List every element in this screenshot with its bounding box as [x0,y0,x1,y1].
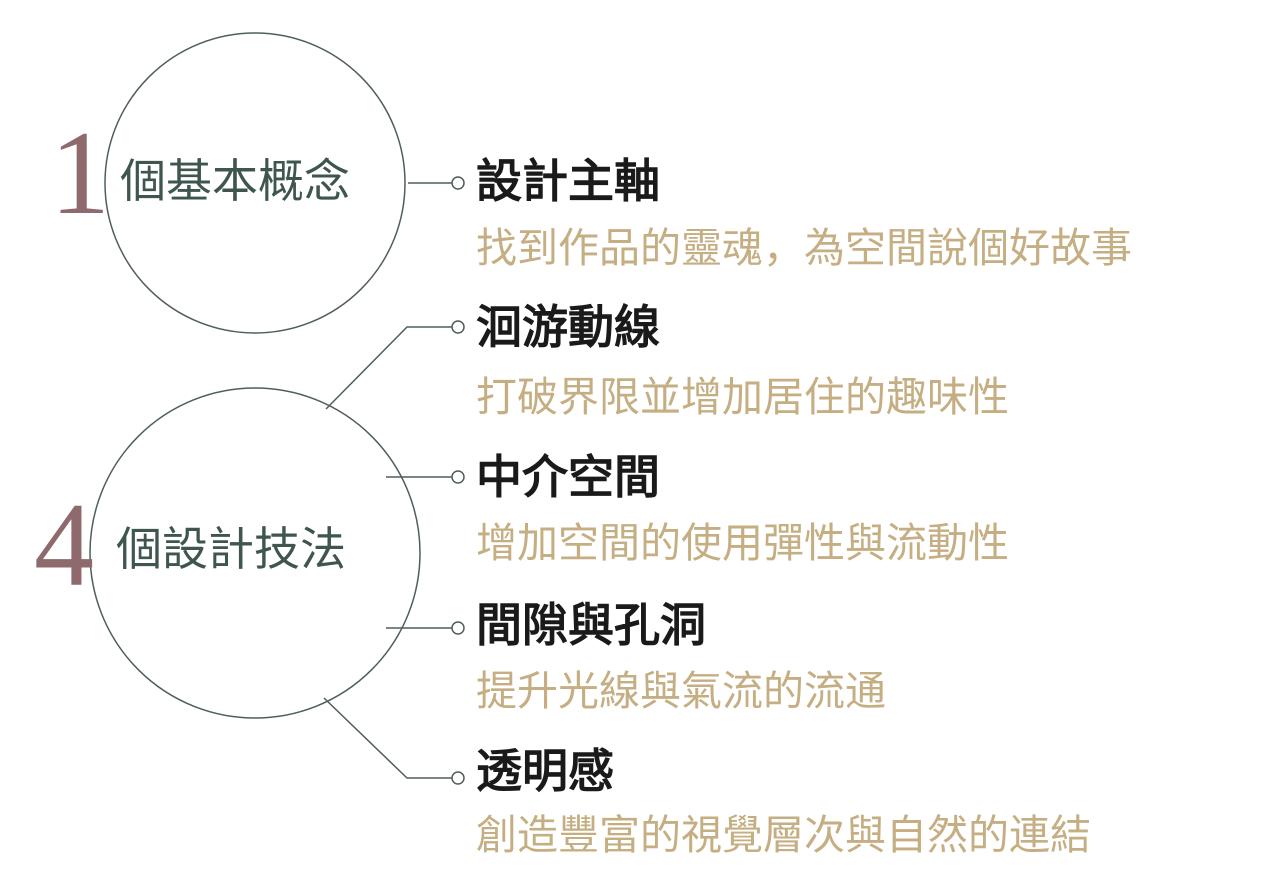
item-3-description: 增加空間的使用彈性與流動性 [476,519,1009,567]
group-4-label: 個設計技法 [116,522,346,576]
connector-dot-2 [451,320,465,334]
group-1-label: 個基本概念 [120,154,350,208]
item-5-description: 創造豐富的視覺層次與自然的連結 [476,811,1091,859]
item-1-description: 找到作品的靈魂，為空間說個好故事 [476,224,1132,272]
item-1-title: 設計主軸 [476,154,660,208]
group-4-number: 4 [34,478,94,611]
connector-dot-3 [451,470,465,484]
item-3-title: 中介空間 [476,450,660,504]
item-5-title: 透明感 [476,744,614,798]
group-1-number: 1 [50,106,110,239]
connector-dot-5 [451,771,465,785]
item-2-title: 洄游動線 [476,300,660,354]
item-4-description: 提升光線與氣流的流通 [476,667,886,715]
connector-line-2 [325,326,452,410]
item-4-title: 間隙與孔洞 [476,598,706,652]
group-circle-4 [89,387,421,719]
group-circle-1 [104,32,406,334]
connector-dot-4 [451,621,465,635]
item-2-description: 打破界限並增加居住的趣味性 [476,373,1009,421]
connector-line-5 [323,697,452,779]
connector-dot-1 [451,176,465,190]
